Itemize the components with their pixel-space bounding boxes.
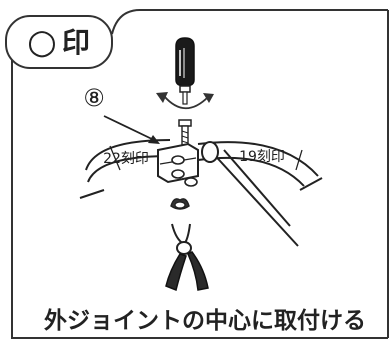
- rotation-arrow-icon: [156, 92, 214, 110]
- frame: [11, 9, 389, 339]
- header-symbol: ○: [27, 22, 57, 62]
- callout-8: ⑧: [83, 84, 160, 144]
- right-mark-label: 19刻印: [239, 149, 285, 165]
- wing-nut-icon: [170, 198, 190, 210]
- mark-label-lines: [109, 145, 303, 171]
- screwdriver-icon: [175, 37, 195, 105]
- diagonal-tube: [201, 141, 299, 247]
- pliers-icon: [165, 223, 209, 292]
- caption: 外ジョイントの中心に取付ける: [44, 307, 366, 334]
- joint-bracket: [157, 142, 199, 187]
- left-mark-label: 22刻印: [103, 151, 149, 167]
- header-label: 印: [62, 26, 90, 59]
- header-tab: ○ 印: [5, 15, 113, 69]
- callout-number: ⑧: [83, 84, 105, 112]
- frame-tube-left: [79, 139, 171, 199]
